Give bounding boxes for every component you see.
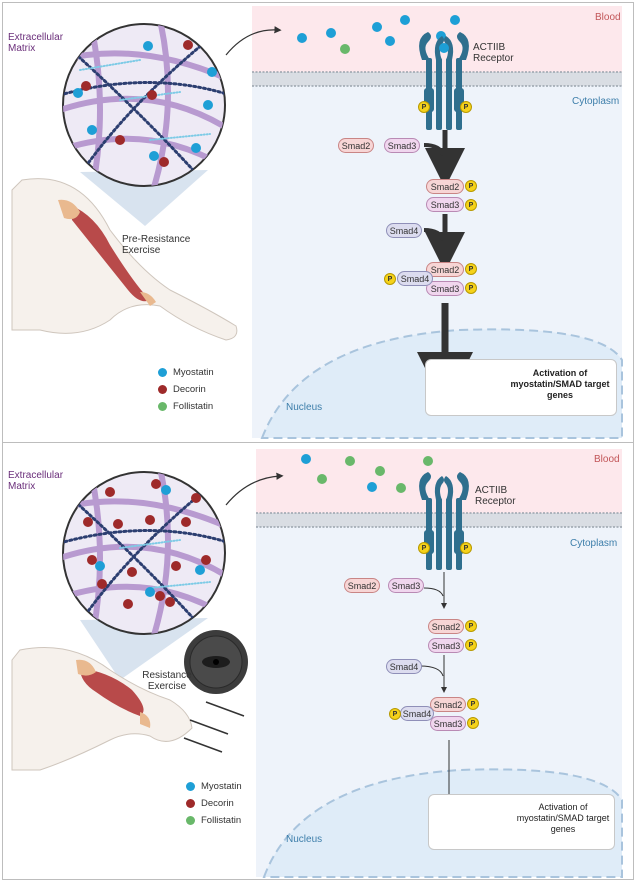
follistatin-dot-icon — [158, 402, 167, 411]
post-smad2: Smad2 — [344, 578, 380, 593]
post-phosphate: P — [467, 717, 479, 729]
pre-phosphate: P — [418, 101, 430, 113]
post-nucleus-label: Nucleus — [286, 834, 323, 845]
post-phosphate: P — [465, 639, 477, 651]
post-arm-illustration — [11, 647, 193, 771]
post-smad2-complex: Smad2 — [428, 619, 464, 634]
panel-divider — [2, 442, 634, 443]
post-gene-activation-text: Activation of myostatin/SMAD target gene… — [516, 802, 610, 834]
pre-nucleus-label: Nucleus — [286, 402, 323, 413]
decorin-dot-icon — [186, 799, 195, 808]
post-legend-follistatin: Follistatin — [186, 815, 241, 826]
pre-smad3-final: Smad3 — [426, 281, 464, 296]
post-phosphate: P — [389, 708, 401, 720]
pre-blood-label: Blood — [595, 12, 621, 23]
pre-smad4: Smad4 — [386, 223, 422, 238]
post-phosphate: P — [465, 620, 477, 632]
post-smad3-final: Smad3 — [430, 716, 466, 731]
post-receptor-label: ACTIIB Receptor — [475, 485, 516, 507]
post-smad3: Smad3 — [388, 578, 424, 593]
pre-phosphate: P — [465, 263, 477, 275]
post-phosphate: P — [467, 698, 479, 710]
pre-smad2-final: Smad2 — [426, 262, 464, 277]
post-legend-decorin: Decorin — [186, 798, 234, 809]
pre-smad3-complex: Smad3 — [426, 197, 464, 212]
pre-legend-follistatin: Follistatin — [158, 401, 213, 412]
pre-legend-decorin: Decorin — [158, 384, 206, 395]
follistatin-dot-icon — [186, 816, 195, 825]
pre-phosphate: P — [465, 282, 477, 294]
weight-plate-icon — [184, 630, 248, 694]
pre-arm-illustration — [11, 178, 238, 341]
decorin-dot-icon — [158, 385, 167, 394]
post-smad4: Smad4 — [386, 659, 422, 674]
pre-gene-activation-text: Activation of myostatin/SMAD target gene… — [510, 368, 610, 400]
post-ecm-label: Extracellular Matrix — [8, 470, 64, 492]
post-phosphate: P — [418, 542, 430, 554]
pre-bound-myostatin — [439, 43, 449, 53]
post-blood-label: Blood — [594, 454, 620, 465]
pre-zoom-arrow — [225, 26, 282, 56]
pre-phosphate: P — [460, 101, 472, 113]
pre-phosphate: P — [465, 199, 477, 211]
pre-smad3: Smad3 — [384, 138, 420, 153]
pre-exercise-label: Pre-Resistance Exercise — [122, 234, 191, 256]
pre-cytoplasm-label: Cytoplasm — [572, 96, 620, 107]
pre-ecm-label: Extracellular Matrix — [8, 32, 64, 54]
pre-blood-ligands — [297, 15, 460, 54]
post-exercise-label: Resistance Exercise — [142, 670, 192, 692]
pre-legend-myostatin: Myostatin — [158, 367, 214, 378]
post-cytoplasm-label: Cytoplasm — [570, 538, 618, 549]
pre-phosphate: P — [384, 273, 396, 285]
post-phosphate: P — [460, 542, 472, 554]
post-smad2-final: Smad2 — [430, 697, 466, 712]
myostatin-dot-icon — [186, 782, 195, 791]
motion-lines — [183, 701, 245, 753]
post-ecm-zoom — [62, 471, 226, 680]
post-zoom-arrow — [225, 472, 284, 506]
post-legend-myostatin: Myostatin — [186, 781, 242, 792]
myostatin-dot-icon — [158, 368, 167, 377]
pre-smad2-complex: Smad2 — [426, 179, 464, 194]
post-actiib-receptor — [419, 472, 469, 570]
pre-receptor-label: ACTIIB Receptor — [473, 42, 514, 64]
pre-gene-activation-box — [425, 359, 617, 416]
post-smad3-complex: Smad3 — [428, 638, 464, 653]
pre-smad2: Smad2 — [338, 138, 374, 153]
pre-ecm-zoom — [62, 23, 226, 226]
post-smad4-final: Smad4 — [400, 706, 434, 721]
pre-phosphate: P — [465, 180, 477, 192]
post-gene-activation-box — [428, 794, 615, 850]
pre-smad4-final: Smad4 — [397, 271, 433, 286]
post-blood-ligands — [301, 454, 433, 493]
